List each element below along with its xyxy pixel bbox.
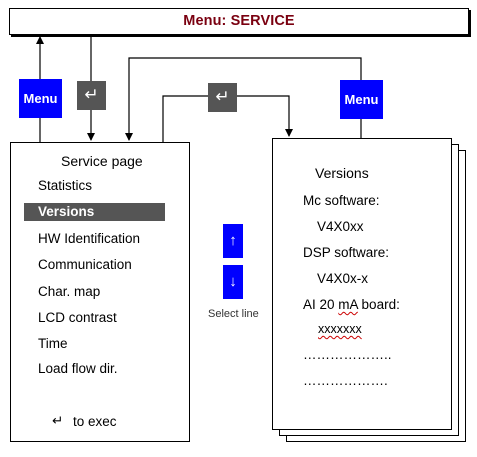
versions-heading: Versions xyxy=(315,165,369,181)
menu-item-versions-label: Versions xyxy=(38,204,95,219)
menu-button-right[interactable]: Menu xyxy=(340,80,383,119)
service-page-panel xyxy=(10,142,190,442)
ai-board-label: AI 20 mA board: xyxy=(303,297,400,312)
ai-board-value: xxxxxxx xyxy=(318,322,362,336)
enter-icon: ↵ xyxy=(52,413,64,428)
exec-hint: to exec xyxy=(73,414,117,429)
arrow-up-button[interactable]: ↑ xyxy=(223,224,243,258)
menu-item-lcd-contrast[interactable]: LCD contrast xyxy=(38,310,117,325)
mc-software-label: Mc software: xyxy=(303,193,380,208)
mc-software-value: V4X0xx xyxy=(317,219,364,234)
menu-item-communication[interactable]: Communication xyxy=(38,257,132,272)
dots-line-1: ……………….. xyxy=(303,347,392,362)
title-bar: Menu: SERVICE xyxy=(9,8,469,35)
page-title: Menu: SERVICE xyxy=(183,13,295,29)
menu-item-load-flow-dir[interactable]: Load flow dir. xyxy=(38,361,118,376)
ai-label-post: board: xyxy=(357,297,400,312)
menu-item-versions-selected[interactable]: Versions xyxy=(24,203,165,221)
menu-item-time[interactable]: Time xyxy=(38,336,68,351)
menu-button-left[interactable]: Menu xyxy=(19,79,62,118)
menu-item-statistics[interactable]: Statistics xyxy=(38,178,93,193)
arrow-down-button[interactable]: ↓ xyxy=(223,265,243,299)
ai-label-pre: AI 20 xyxy=(303,297,339,312)
arrow-menu-to-service xyxy=(125,57,362,141)
menu-item-hw-identification[interactable]: HW Identification xyxy=(38,231,141,246)
enter-button-left[interactable]: ↵ xyxy=(77,81,106,110)
dsp-software-label: DSP software: xyxy=(303,245,390,260)
ai-label-unit: mA xyxy=(338,297,358,312)
dsp-software-value: V4X0x-x xyxy=(317,271,369,286)
select-line-label: Select line xyxy=(208,308,259,320)
versions-page-panel xyxy=(272,138,452,430)
enter-button-middle[interactable]: ↵ xyxy=(208,83,237,112)
service-page-heading: Service page xyxy=(61,153,143,169)
menu-item-char-map[interactable]: Char. map xyxy=(38,284,101,299)
dots-line-2: ………………. xyxy=(303,373,388,388)
ai-board-value-text: xxxxxxx xyxy=(318,322,362,336)
